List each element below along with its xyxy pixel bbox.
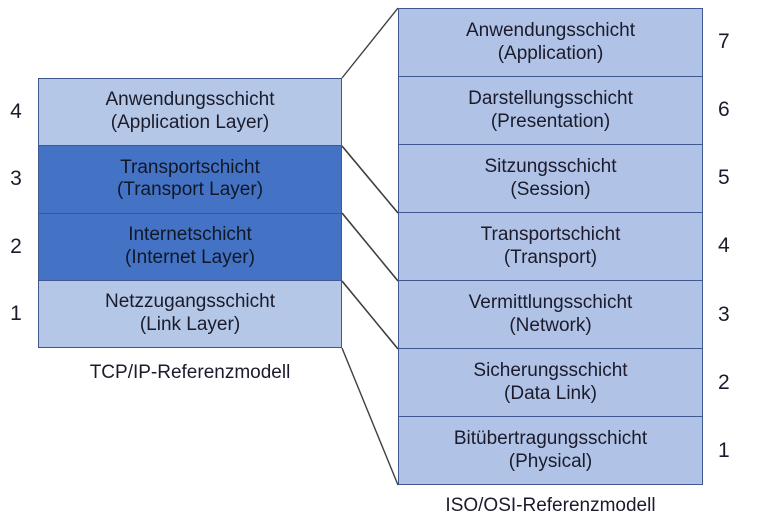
tcpip-layer-transport-name-de: Transportschicht bbox=[120, 156, 260, 178]
osi-layer-physical[interactable]: Bitübertragungsschicht (Physical) bbox=[399, 417, 702, 484]
tcpip-number-1: 1 bbox=[10, 302, 22, 326]
osi-layer-application[interactable]: Anwendungsschicht (Application) bbox=[399, 9, 702, 77]
osi-number-6: 6 bbox=[718, 98, 730, 122]
tcpip-layer-numbers: 4 3 2 1 bbox=[0, 78, 32, 348]
osi-number-5: 5 bbox=[718, 166, 730, 190]
tcpip-layer-internet[interactable]: Internetschicht (Internet Layer) bbox=[39, 213, 341, 281]
osi-layer-transport-name-en: (Transport) bbox=[503, 246, 598, 268]
tcpip-caption: TCP/IP-Referenzmodell bbox=[89, 362, 291, 383]
osi-layer-network-name-en: (Network) bbox=[509, 314, 592, 336]
osi-layer-transport-name-de: Transportschicht bbox=[480, 223, 621, 245]
osi-layer-session[interactable]: Sitzungsschicht (Session) bbox=[399, 145, 702, 213]
osi-layer-transport[interactable]: Transportschicht (Transport) bbox=[399, 213, 702, 281]
osi-caption: ISO/OSI-Referenzmodell bbox=[445, 495, 656, 516]
osi-number-4: 4 bbox=[718, 234, 730, 258]
connector-app-top bbox=[341, 7, 399, 79]
osi-number-7: 7 bbox=[718, 30, 730, 54]
osi-layer-numbers: 7 6 5 4 3 2 1 bbox=[705, 8, 745, 485]
osi-number-2: 2 bbox=[718, 370, 730, 394]
tcpip-layer-application[interactable]: Anwendungsschicht (Application Layer) bbox=[39, 79, 341, 147]
connector-link-bottom bbox=[341, 347, 399, 486]
connector-internet-bottom bbox=[341, 280, 399, 350]
osi-layer-physical-name-de: Bitübertragungsschicht bbox=[453, 427, 648, 449]
osi-layer-physical-name-en: (Physical) bbox=[508, 450, 593, 472]
tcpip-layer-internet-name-de: Internetschicht bbox=[128, 223, 252, 245]
tcpip-layer-transport-name-en: (Transport Layer) bbox=[116, 179, 264, 201]
connector-transport-top bbox=[341, 145, 399, 214]
osi-layer-presentation[interactable]: Darstellungsschicht (Presentation) bbox=[399, 77, 702, 145]
tcpip-number-4: 4 bbox=[10, 99, 22, 123]
osi-layer-presentation-name-en: (Presentation) bbox=[490, 110, 611, 132]
osi-layer-session-name-de: Sitzungsschicht bbox=[484, 155, 617, 177]
tcpip-layer-application-name-en: (Application Layer) bbox=[110, 112, 270, 134]
osi-layer-datalink-name-de: Sicherungsschicht bbox=[473, 359, 628, 381]
tcpip-layer-internet-name-en: (Internet Layer) bbox=[125, 246, 255, 268]
osi-layer-presentation-name-de: Darstellungsschicht bbox=[468, 87, 633, 109]
tcpip-layer-transport[interactable]: Transportschicht (Transport Layer) bbox=[39, 146, 341, 214]
tcpip-layer-link-name-en: (Link Layer) bbox=[139, 313, 241, 335]
osi-stack: Anwendungsschicht (Application) Darstell… bbox=[398, 8, 703, 485]
tcpip-number-2: 2 bbox=[10, 234, 22, 258]
connector-internet-top bbox=[341, 212, 399, 282]
tcpip-stack: Anwendungsschicht (Application Layer) Tr… bbox=[38, 78, 342, 348]
tcpip-layer-application-name-de: Anwendungsschicht bbox=[105, 89, 275, 111]
connector-transport-bottom bbox=[341, 212, 399, 282]
osi-layer-session-name-en: (Session) bbox=[510, 178, 591, 200]
osi-layer-application-name-de: Anwendungsschicht bbox=[466, 19, 635, 41]
tcpip-layer-link-name-de: Netzzugangsschicht bbox=[104, 291, 276, 313]
osi-layer-datalink[interactable]: Sicherungsschicht (Data Link) bbox=[399, 349, 702, 417]
osi-layer-datalink-name-en: (Data Link) bbox=[504, 382, 597, 404]
osi-layer-network[interactable]: Vermittlungsschicht (Network) bbox=[399, 281, 702, 349]
connector-link-top bbox=[341, 280, 399, 350]
osi-number-1: 1 bbox=[718, 438, 730, 462]
tcpip-number-3: 3 bbox=[10, 167, 22, 191]
osi-layer-application-name-en: (Application) bbox=[497, 42, 604, 64]
connector-app-bottom bbox=[341, 145, 399, 214]
tcpip-layer-link[interactable]: Netzzugangsschicht (Link Layer) bbox=[39, 280, 341, 347]
osi-layer-network-name-de: Vermittlungsschicht bbox=[468, 291, 633, 313]
osi-number-3: 3 bbox=[718, 302, 730, 326]
